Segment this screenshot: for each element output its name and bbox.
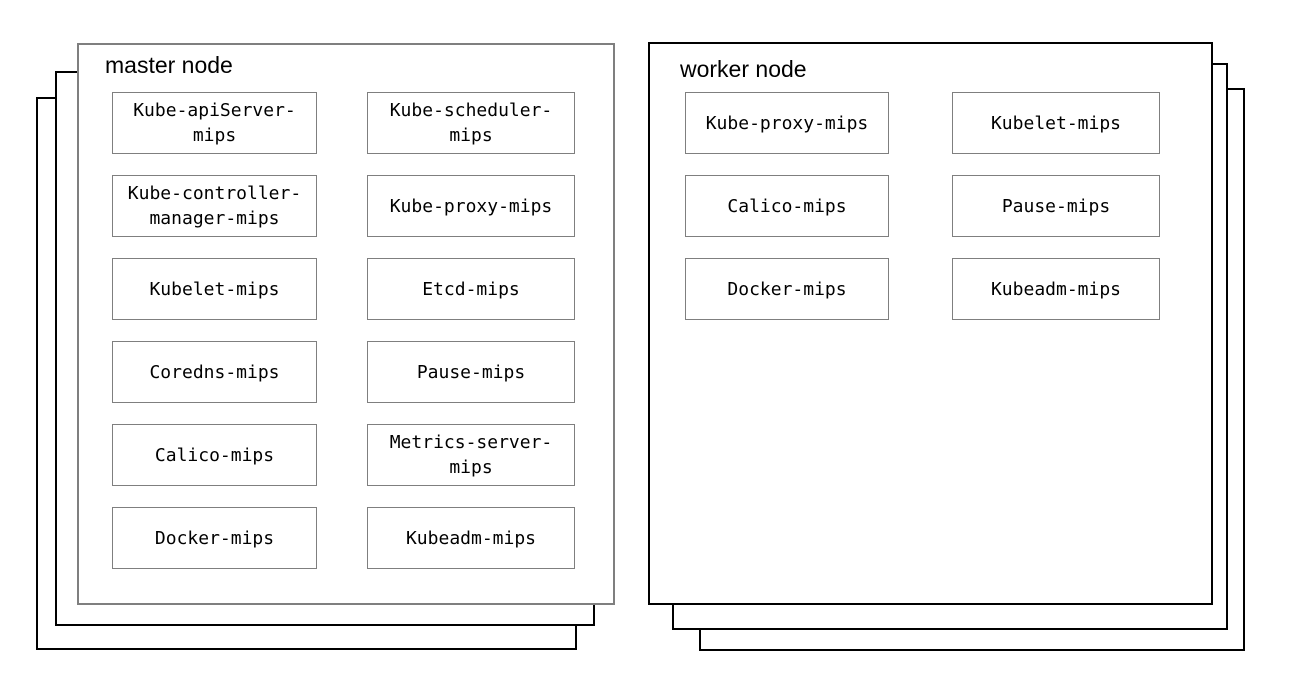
master-node-box: master node Kube-apiServer- mips Kube-sc… [77,43,615,605]
master-component-kube-apiserver-mips: Kube-apiServer- mips [112,92,317,154]
worker-component-kubeadm-mips: Kubeadm-mips [952,258,1160,320]
worker-component-kubelet-mips: Kubelet-mips [952,92,1160,154]
master-node-component-grid: Kube-apiServer- mips Kube-scheduler- mip… [112,92,575,569]
worker-node-box: worker node Kube-proxy-mips Kubelet-mips… [648,42,1213,605]
master-component-pause-mips: Pause-mips [367,341,575,403]
worker-node-title: worker node [680,56,807,82]
master-component-calico-mips: Calico-mips [112,424,317,486]
master-component-kube-proxy-mips: Kube-proxy-mips [367,175,575,237]
master-component-metrics-server-mips: Metrics-server- mips [367,424,575,486]
worker-component-calico-mips: Calico-mips [685,175,889,237]
worker-component-docker-mips: Docker-mips [685,258,889,320]
master-component-kube-scheduler-mips: Kube-scheduler- mips [367,92,575,154]
master-component-kubelet-mips: Kubelet-mips [112,258,317,320]
master-component-kube-controller-manager-mips: Kube-controller- manager-mips [112,175,317,237]
worker-component-kube-proxy-mips: Kube-proxy-mips [685,92,889,154]
master-component-coredns-mips: Coredns-mips [112,341,317,403]
worker-component-pause-mips: Pause-mips [952,175,1160,237]
master-node-title: master node [105,52,233,78]
master-component-etcd-mips: Etcd-mips [367,258,575,320]
worker-node-component-grid: Kube-proxy-mips Kubelet-mips Calico-mips… [685,92,1160,320]
master-component-docker-mips: Docker-mips [112,507,317,569]
master-component-kubeadm-mips: Kubeadm-mips [367,507,575,569]
